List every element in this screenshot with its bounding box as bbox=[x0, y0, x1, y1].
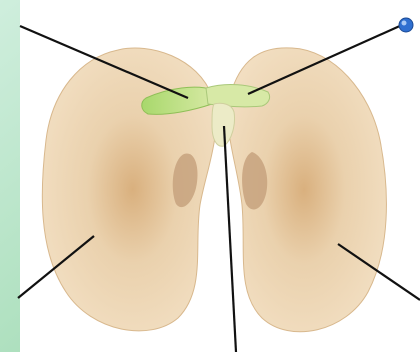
pointer-dot-highlight bbox=[402, 21, 407, 26]
pointer-dot bbox=[399, 18, 413, 32]
